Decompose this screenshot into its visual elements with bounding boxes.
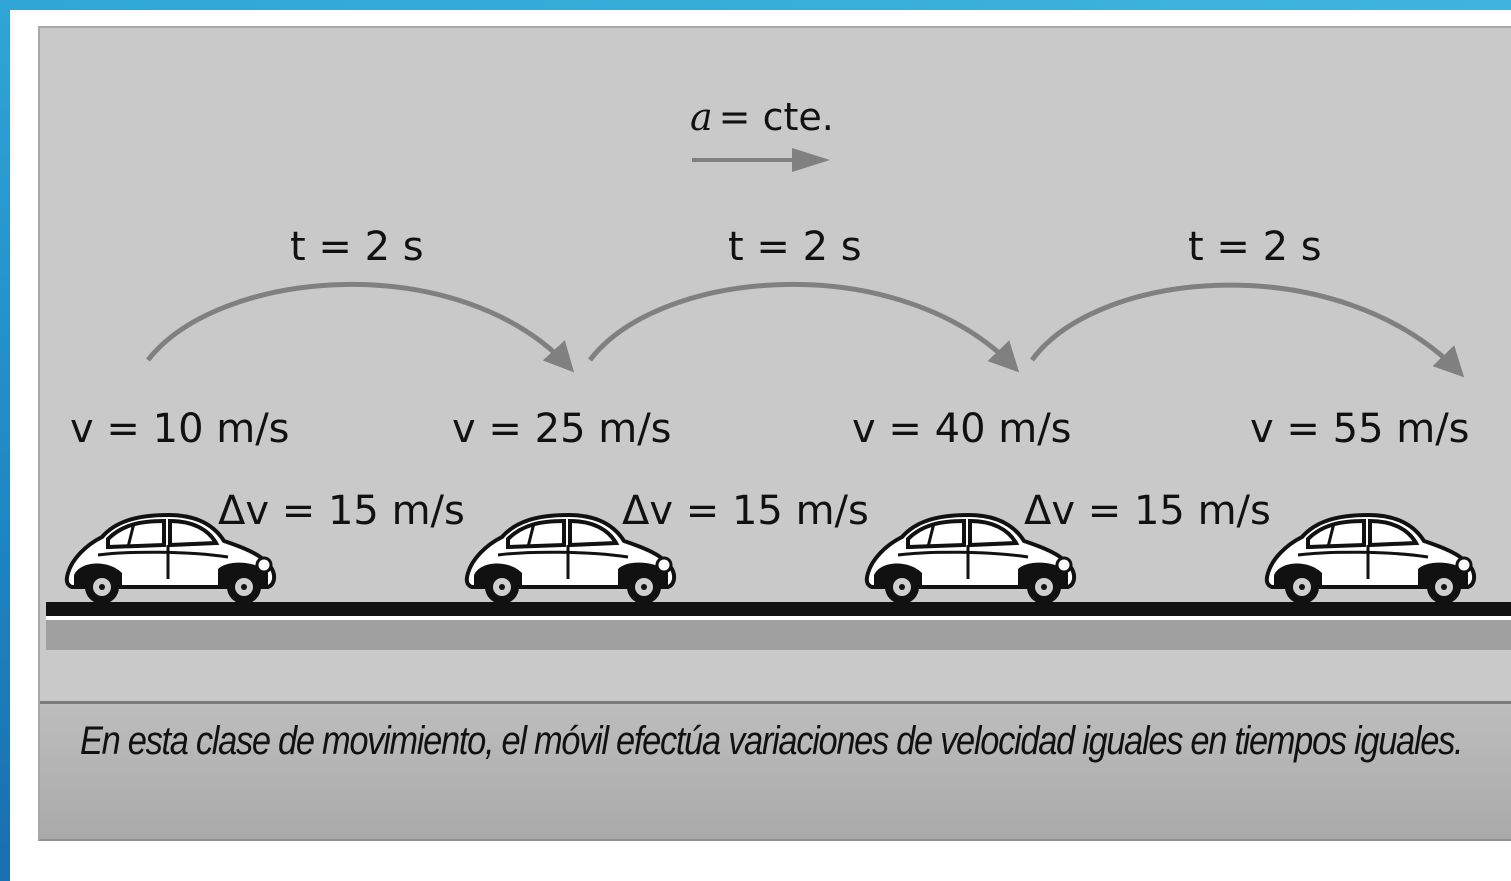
slide-frame-top: [0, 0, 1511, 10]
acceleration-text: = cte.: [719, 95, 834, 139]
velocity-label-3: v = 40 m/s: [852, 406, 1072, 452]
interval-arrow-2: [588, 281, 1020, 373]
acceleration-arrow-head: [792, 148, 830, 172]
velocity-label-4: v = 55 m/s: [1250, 406, 1470, 452]
interval-label-3: t = 2 s: [1188, 224, 1322, 270]
road-surface: [46, 602, 1511, 616]
road-line: [46, 616, 1511, 620]
delta-velocity-label-3: Δv = 15 m/s: [1024, 488, 1271, 534]
caption-bar: En esta clase de movimiento, el móvil ef…: [40, 701, 1511, 839]
velocity-label-1: v = 10 m/s: [70, 406, 290, 452]
interval-label-2: t = 2 s: [728, 224, 862, 270]
velocity-label-2: v = 25 m/s: [452, 406, 672, 452]
slide-frame-left: [0, 0, 10, 881]
acceleration-label: a= cte.: [690, 95, 834, 139]
car-4: [1264, 513, 1477, 606]
interval-arrow-3: [1029, 282, 1465, 378]
motion-diagram: a= cte. t = 2 s t = 2 s t = 2 s v = 10 m…: [46, 95, 1511, 650]
road-lower: [46, 620, 1511, 650]
delta-velocity-label-1: Δv = 15 m/s: [218, 488, 465, 534]
delta-velocity-label-2: Δv = 15 m/s: [622, 488, 869, 534]
acceleration-symbol: a: [690, 95, 713, 139]
diagram-panel: a= cte. t = 2 s t = 2 s t = 2 s v = 10 m…: [38, 26, 1511, 841]
interval-label-1: t = 2 s: [290, 224, 424, 270]
interval-arrow-1: [146, 281, 575, 373]
caption-text: En esta clase de movimiento, el móvil ef…: [80, 719, 1464, 763]
